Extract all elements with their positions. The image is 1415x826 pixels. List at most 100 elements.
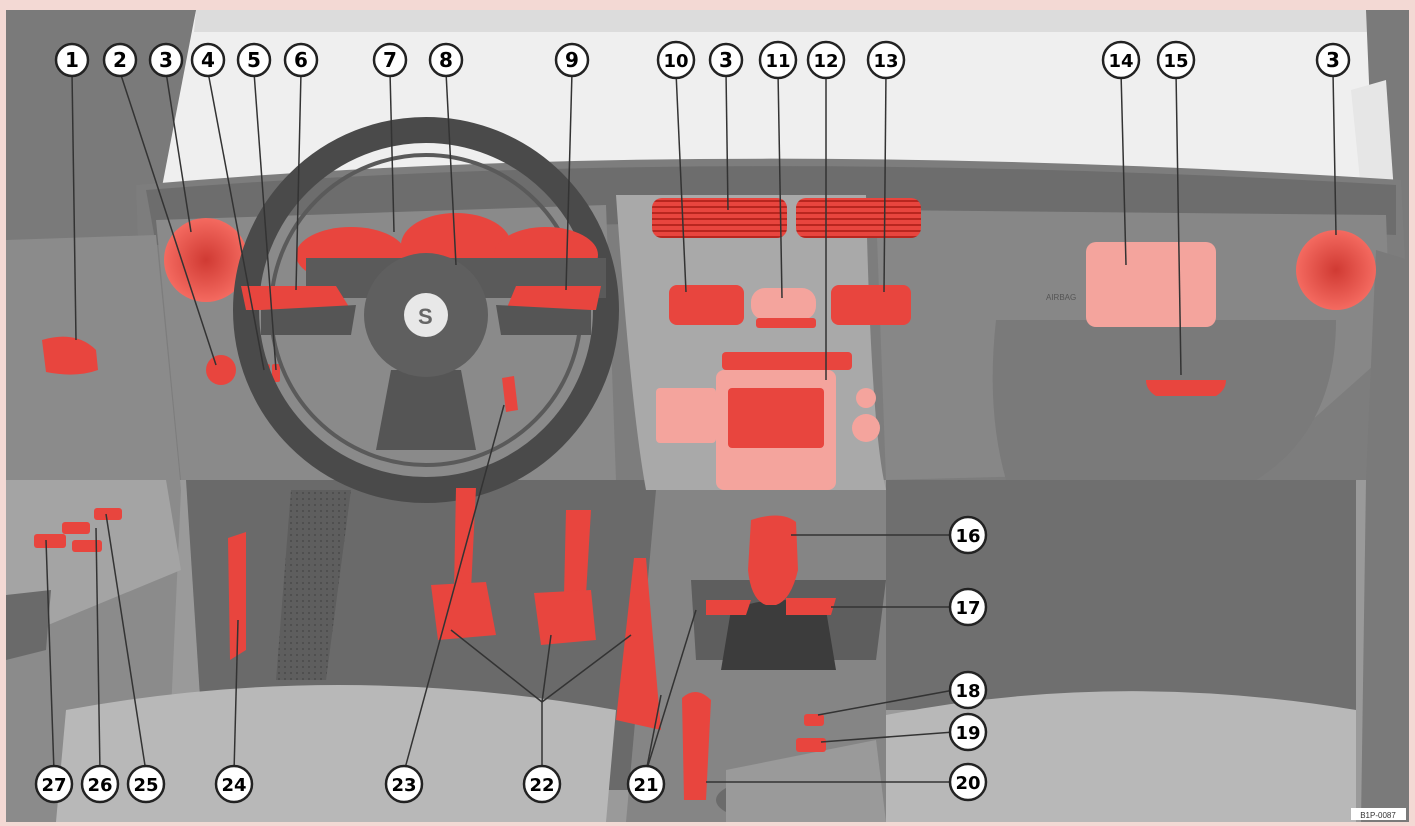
small-control-strip: [756, 318, 816, 328]
callout-12: 12: [806, 40, 846, 80]
callout-label-1: 1: [65, 48, 79, 72]
callout-22: 22: [522, 764, 562, 804]
handbrake-lever: [682, 691, 711, 800]
glovebox: [992, 320, 1336, 480]
callout-7: 7: [372, 42, 408, 78]
callout-label-12: 12: [813, 51, 838, 72]
callout-23: 23: [384, 764, 424, 804]
callout-label-14: 14: [1108, 51, 1133, 72]
callout-label-6: 6: [294, 48, 308, 72]
center-console-switch-upper: [804, 714, 824, 726]
radio-side-buttons: [656, 388, 716, 443]
callout-6: 6: [283, 42, 319, 78]
light-switch: [206, 355, 236, 385]
callout-label-17: 17: [955, 598, 980, 619]
seat-logo: [404, 293, 448, 337]
climate-controls-left: [669, 285, 744, 325]
left-door-pocket: [6, 590, 51, 660]
callout-26: 26: [80, 764, 120, 804]
center-air-vent-right: [796, 198, 921, 238]
callout-label-3-center: 3: [719, 48, 733, 72]
instrument-lighting-control: [272, 364, 280, 382]
window-switch-rear: [34, 534, 66, 548]
callout-11: 11: [758, 40, 798, 80]
callout-14: 14: [1101, 40, 1141, 80]
callout-label-24: 24: [221, 775, 246, 796]
callout-label-5: 5: [247, 48, 261, 72]
callout-15: 15: [1156, 40, 1196, 80]
center-armrest: [726, 740, 886, 822]
center-console-switch-lower: [796, 738, 826, 752]
left-air-vent: [164, 218, 248, 302]
callout-13: 13: [866, 40, 906, 80]
callout-21: 21: [626, 764, 666, 804]
callout-19: 19: [948, 712, 988, 752]
callout-label-10: 10: [663, 51, 688, 72]
callout-3-center: 3: [708, 42, 744, 78]
gear-boot: [721, 600, 836, 670]
callout-label-11: 11: [765, 51, 790, 72]
clutch-pedal-arm: [454, 488, 476, 590]
gear-knob: [748, 515, 798, 605]
callout-16: 16: [948, 515, 988, 555]
brake-pedal-arm: [564, 510, 591, 595]
passenger-seat: [886, 691, 1356, 822]
passenger-footwell: [886, 480, 1356, 710]
callout-3-left: 3: [148, 42, 184, 78]
steering-column-lever: [502, 376, 518, 412]
mirror-adjust-switch: [72, 540, 102, 552]
callout-20: 20: [948, 762, 988, 802]
callout-label-3-left: 3: [159, 48, 173, 72]
climate-controls-right: [831, 285, 911, 325]
steering-wheel-left-spoke: [261, 305, 356, 335]
wiper-stalk: [506, 286, 601, 310]
callout-9: 9: [554, 42, 590, 78]
callout-label-3-right: 3: [1326, 48, 1340, 72]
bonnet-release-lever: [228, 532, 246, 660]
callout-18: 18: [948, 670, 988, 710]
callout-label-21: 21: [633, 775, 658, 796]
seat-logo-mark: S: [418, 304, 433, 329]
callout-label-4: 4: [201, 48, 215, 72]
callout-label-7: 7: [383, 48, 397, 72]
gear-release-ring: [706, 600, 751, 615]
windshield-top-band: [194, 10, 1368, 32]
glovebox-handle: [1146, 380, 1226, 396]
brake-pedal: [534, 590, 596, 645]
callout-label-25: 25: [133, 775, 158, 796]
callout-label-18: 18: [955, 681, 980, 702]
callout-label-13: 13: [873, 51, 898, 72]
clutch-pedal: [431, 582, 496, 640]
steering-wheel-right-spoke: [496, 305, 591, 335]
callout-label-27: 27: [41, 775, 66, 796]
callout-10: 10: [656, 40, 696, 80]
window-switch-front-right: [94, 508, 122, 520]
callout-label-19: 19: [955, 723, 980, 744]
callout-4: 4: [190, 42, 226, 78]
hazard-warning-switch: [751, 288, 816, 320]
callout-27: 27: [34, 764, 74, 804]
right-door-panel: [1361, 250, 1409, 822]
right-air-vent: [1296, 230, 1376, 310]
window-switch-front-left: [62, 522, 90, 534]
callout-24: 24: [214, 764, 254, 804]
callout-1: 1: [54, 42, 90, 78]
gear-boot-ring: [786, 598, 836, 615]
accelerator-pedal: [616, 558, 661, 730]
callout-5: 5: [236, 42, 272, 78]
callout-8: 8: [428, 42, 464, 78]
callout-label-9: 9: [565, 48, 579, 72]
callout-17: 17: [948, 587, 988, 627]
radio-display: [728, 388, 824, 448]
radio-top-buttons: [722, 352, 852, 370]
interior-door-handle: [42, 336, 98, 375]
callout-label-15: 15: [1163, 51, 1188, 72]
leader-lines: [45, 71, 1337, 783]
callout-label-8: 8: [439, 48, 453, 72]
radio-knob-upper: [856, 388, 876, 408]
airbag-label: AIRBAG: [1046, 293, 1076, 302]
reference-code-box: [1351, 808, 1406, 820]
center-air-vent-left: [652, 198, 787, 238]
callout-label-22: 22: [529, 775, 554, 796]
car-interior-illustration: AIRBAG S: [6, 10, 1409, 822]
